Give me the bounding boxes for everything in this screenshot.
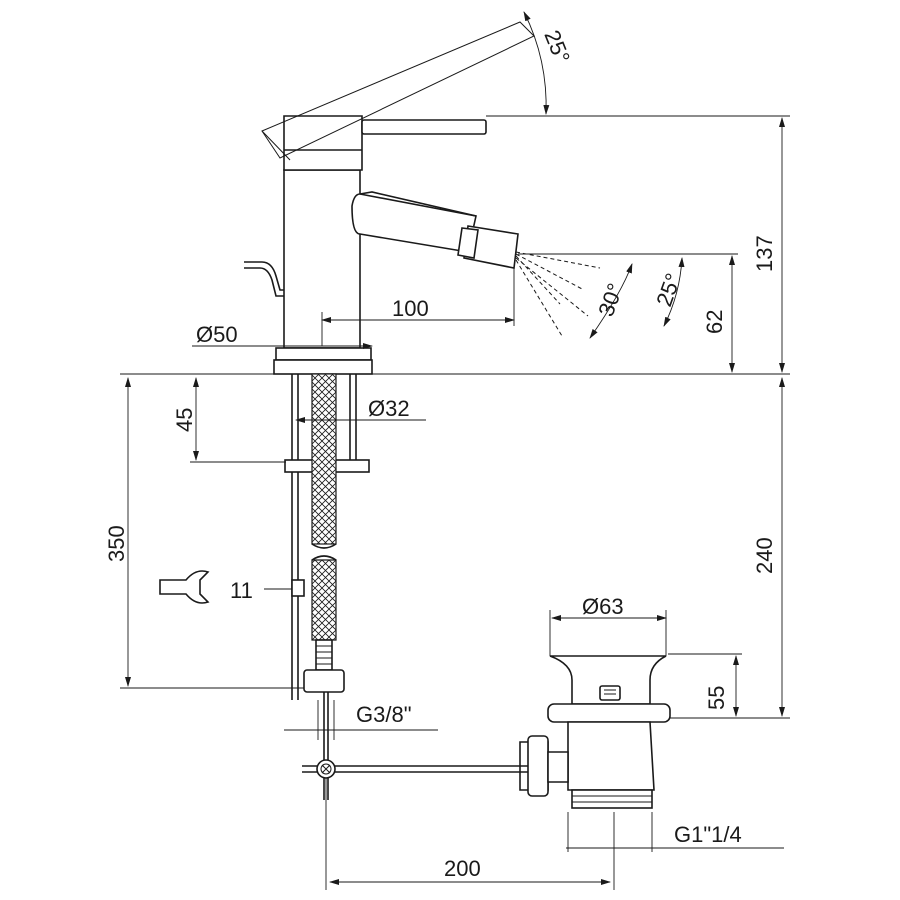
- label-shank-diameter: Ø32: [368, 396, 410, 421]
- spray-jet: [515, 251, 601, 337]
- dim-lever-angle: 25°: [486, 11, 790, 117]
- popup-rod: [302, 759, 528, 779]
- dim-total-height: 137: [372, 117, 790, 375]
- dim-rod-length: 200: [325, 778, 615, 890]
- label-waste-thread: G1"1/4: [674, 822, 742, 847]
- wrench-icon: [159, 570, 210, 604]
- label-waste-diameter: Ø63: [582, 594, 624, 619]
- label-spray-inner: 25°: [651, 270, 686, 310]
- label-lever-angle: 25°: [539, 27, 575, 67]
- label-total-height: 137: [752, 235, 777, 272]
- popup-waste: [519, 655, 671, 809]
- label-body-diameter: Ø50: [196, 322, 238, 347]
- dim-waste-height: 55: [668, 653, 742, 717]
- dim-below-deck: 240: [670, 377, 790, 719]
- label-wrench-size: 11: [230, 578, 253, 603]
- label-spout-reach: 100: [392, 296, 429, 321]
- label-deck-thickness: 45: [172, 408, 197, 432]
- dim-spray-angles: 30° 25°: [589, 257, 686, 339]
- dim-spout-height: 62: [518, 253, 738, 373]
- spout: [351, 191, 519, 269]
- dim-waste-thread: G1"1/4: [566, 812, 784, 852]
- dim-spout-reach: 100: [321, 268, 515, 346]
- dim-waste-diameter: Ø63: [549, 594, 667, 656]
- dim-supply-thread: G3/8": [284, 700, 438, 740]
- label-below-deck: 240: [752, 537, 777, 574]
- shank-assembly: [284, 373, 370, 800]
- label-rod-length: 200: [444, 856, 481, 881]
- label-supply-length: 350: [104, 525, 129, 562]
- label-spout-height: 62: [702, 310, 727, 334]
- label-waste-height: 55: [704, 686, 729, 710]
- dim-body-diameter: Ø50: [192, 322, 373, 349]
- dim-shank-diameter: Ø32: [295, 396, 426, 423]
- dim-supply-length: 350: [104, 373, 304, 689]
- dim-deck-thickness: 45: [172, 377, 286, 463]
- label-supply-thread: G3/8": [356, 702, 412, 727]
- label-spray-outer: 30°: [593, 280, 628, 320]
